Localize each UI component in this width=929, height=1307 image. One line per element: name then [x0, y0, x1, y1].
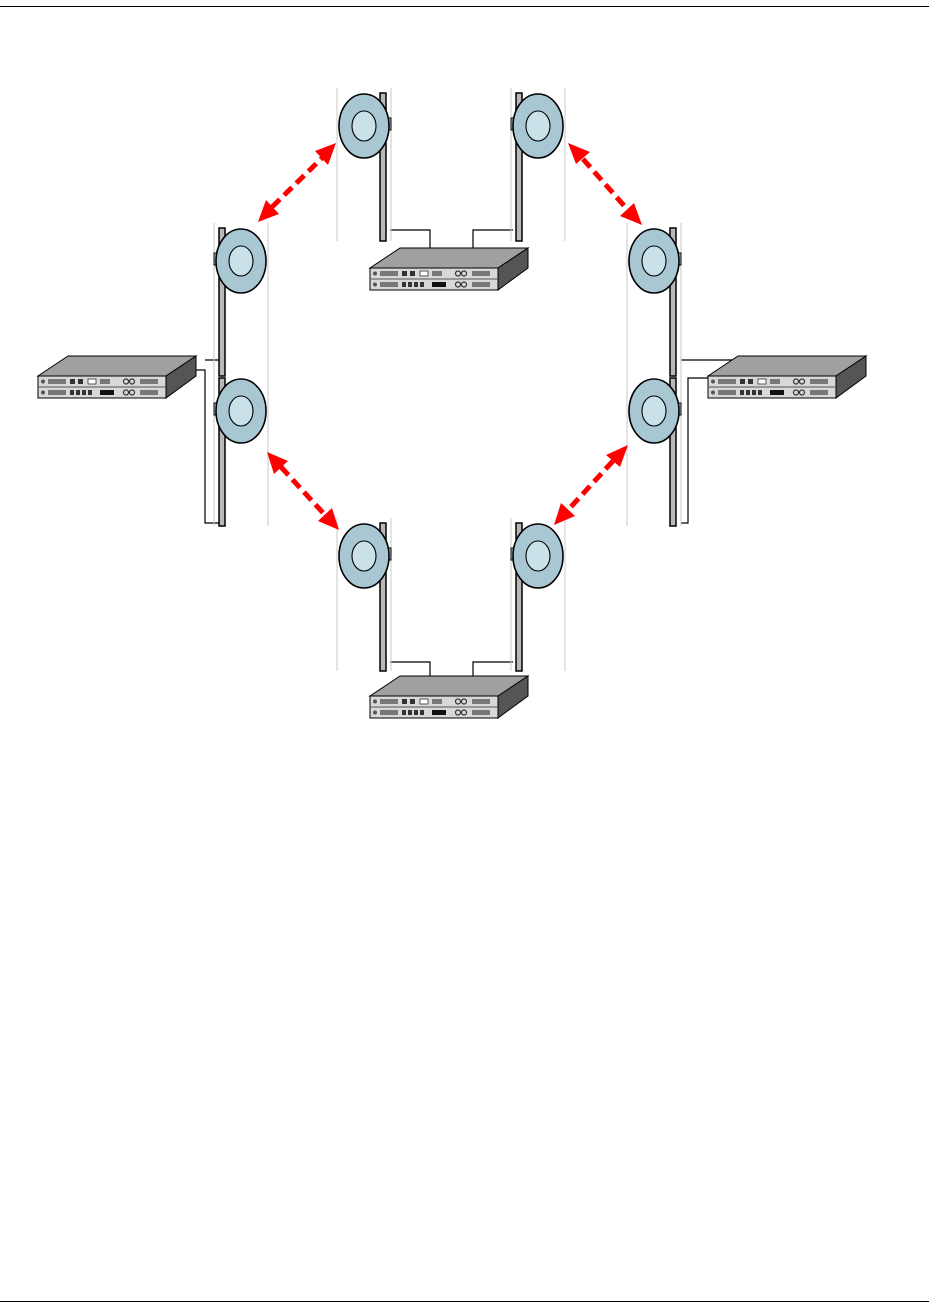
cable-right-lower: [681, 378, 712, 523]
link-top-left: [272, 158, 322, 207]
network-switch-icon: [370, 676, 528, 718]
bidirectional-arrow-icon: [620, 203, 642, 225]
network-switch-icon: [370, 248, 528, 290]
bidirectional-arrow-icon: [315, 143, 336, 165]
link-top-right: [583, 159, 627, 209]
antenna-dish-icon: [627, 223, 681, 376]
cable-top-right: [473, 230, 513, 250]
link-right-bottom: [568, 461, 613, 510]
antenna-dish-icon: [337, 518, 391, 671]
wireless-links: [272, 158, 627, 515]
antenna-dish-icon: [627, 373, 681, 526]
antenna-dish-icon: [214, 223, 268, 376]
cable-top-left: [390, 230, 430, 250]
antenna-dish-icon: [214, 373, 268, 526]
network-switch-icon: [708, 356, 866, 398]
arrow-heads: [258, 143, 642, 530]
cable-left-lower: [185, 370, 222, 523]
antenna-dish-icon: [337, 88, 391, 241]
link-left-bottom: [281, 467, 325, 515]
antenna-dish-icon: [511, 518, 565, 671]
network-switch-icon: [38, 356, 196, 398]
antenna-dish-icon: [511, 88, 565, 241]
